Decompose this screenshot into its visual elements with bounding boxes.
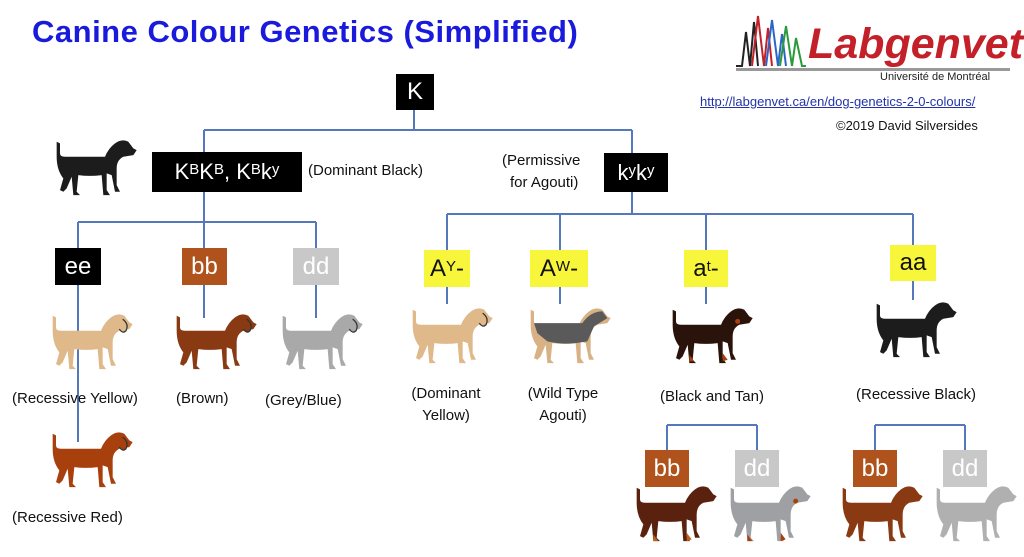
gene-box-at-bb: bb: [645, 450, 689, 487]
gene-box-bb: bb: [182, 248, 227, 285]
dog-black-icon: [56, 140, 137, 196]
dominant-black-k1: K: [174, 159, 190, 184]
dog-red-icon: [52, 432, 133, 488]
permissive-label-line1: (Permissive: [502, 152, 581, 169]
label-recessive-yellow: (Recessive Yellow): [12, 390, 138, 407]
gene-box-aa: aa: [890, 245, 936, 281]
gene-box-aa-bb: bb: [853, 450, 897, 487]
gene-box-aa-dd: dd: [943, 450, 987, 487]
gene-box-dd-label: dd: [302, 252, 330, 280]
dog-recessive-black-brown-icon: [842, 486, 923, 542]
dog-recessive-black-grey-icon: [936, 486, 1017, 542]
gene-box-aa-bb-label: bb: [861, 454, 889, 482]
dominant-black-label: (Dominant Black): [308, 162, 424, 179]
label-dominant-yellow-line2: Yellow): [422, 407, 470, 424]
dog-agouti-icon: [530, 308, 611, 364]
gene-box-aa-label: aa: [899, 249, 927, 276]
gene-box-ee: ee: [55, 248, 101, 285]
dog-grey-icon: [282, 314, 363, 370]
page-title: Canine Colour Genetics (Simplified): [32, 14, 579, 49]
dog-recessive-black-icon: [876, 302, 957, 358]
dominant-black-k3: K: [236, 159, 251, 184]
label-wild-type-line2: Agouti): [539, 407, 587, 424]
label-dominant-yellow-line1: (Dominant: [411, 385, 481, 402]
gene-box-ee-label: ee: [64, 252, 92, 280]
gene-box-at-dd: dd: [735, 450, 779, 487]
dog-brown-icon: [176, 314, 257, 370]
gene-box-k-label: K: [406, 78, 423, 105]
dog-black-and-tan-icon: [672, 308, 753, 364]
aw-base: A: [539, 254, 556, 282]
gene-box-dd: dd: [293, 248, 339, 285]
permissive-k2: k: [636, 159, 647, 185]
gene-box-bb-label: bb: [191, 252, 218, 280]
label-recessive-black: (Recessive Black): [856, 386, 977, 403]
label-black-and-tan: (Black and Tan): [660, 388, 764, 405]
at-suffix: -: [710, 254, 719, 282]
label-brown: (Brown): [176, 390, 229, 407]
logo-divider: [736, 68, 1010, 71]
dog-yellow-icon: [52, 314, 133, 370]
permissive-label-line2: for Agouti): [510, 174, 579, 191]
dog-black-and-tan-grey-icon: [730, 486, 811, 542]
dominant-black-sep: ,: [223, 159, 237, 184]
logo-text: Labgenvet: [808, 20, 1024, 68]
dog-dominant-yellow-icon: [412, 308, 493, 364]
dna-chromatogram-icon: [736, 15, 806, 67]
gene-box-aa-dd-label: dd: [951, 454, 979, 482]
ay-base: A: [429, 254, 446, 282]
copyright-text: ©2019 David Silversides: [836, 118, 978, 133]
permissive-k1: k: [617, 159, 629, 185]
at-base: a: [693, 254, 707, 282]
ay-suffix: -: [456, 254, 465, 282]
label-wild-type-line1: (Wild Type: [527, 385, 599, 402]
label-grey-blue: (Grey/Blue): [265, 392, 342, 409]
gene-box-at-bb-label: bb: [653, 454, 681, 482]
label-recessive-red: (Recessive Red): [12, 509, 123, 526]
logo-subtitle: Université de Montréal: [880, 71, 991, 83]
source-link[interactable]: http://labgenvet.ca/en/dog-genetics-2-0-…: [700, 94, 976, 109]
gene-box-at-dd-label: dd: [743, 454, 771, 482]
dominant-black-k2: K: [199, 159, 214, 184]
aw-suffix: -: [570, 254, 579, 282]
gene-box-k: K: [396, 74, 434, 110]
dog-black-and-tan-brown-icon: [636, 486, 717, 542]
dominant-black-k4: k: [260, 159, 272, 184]
